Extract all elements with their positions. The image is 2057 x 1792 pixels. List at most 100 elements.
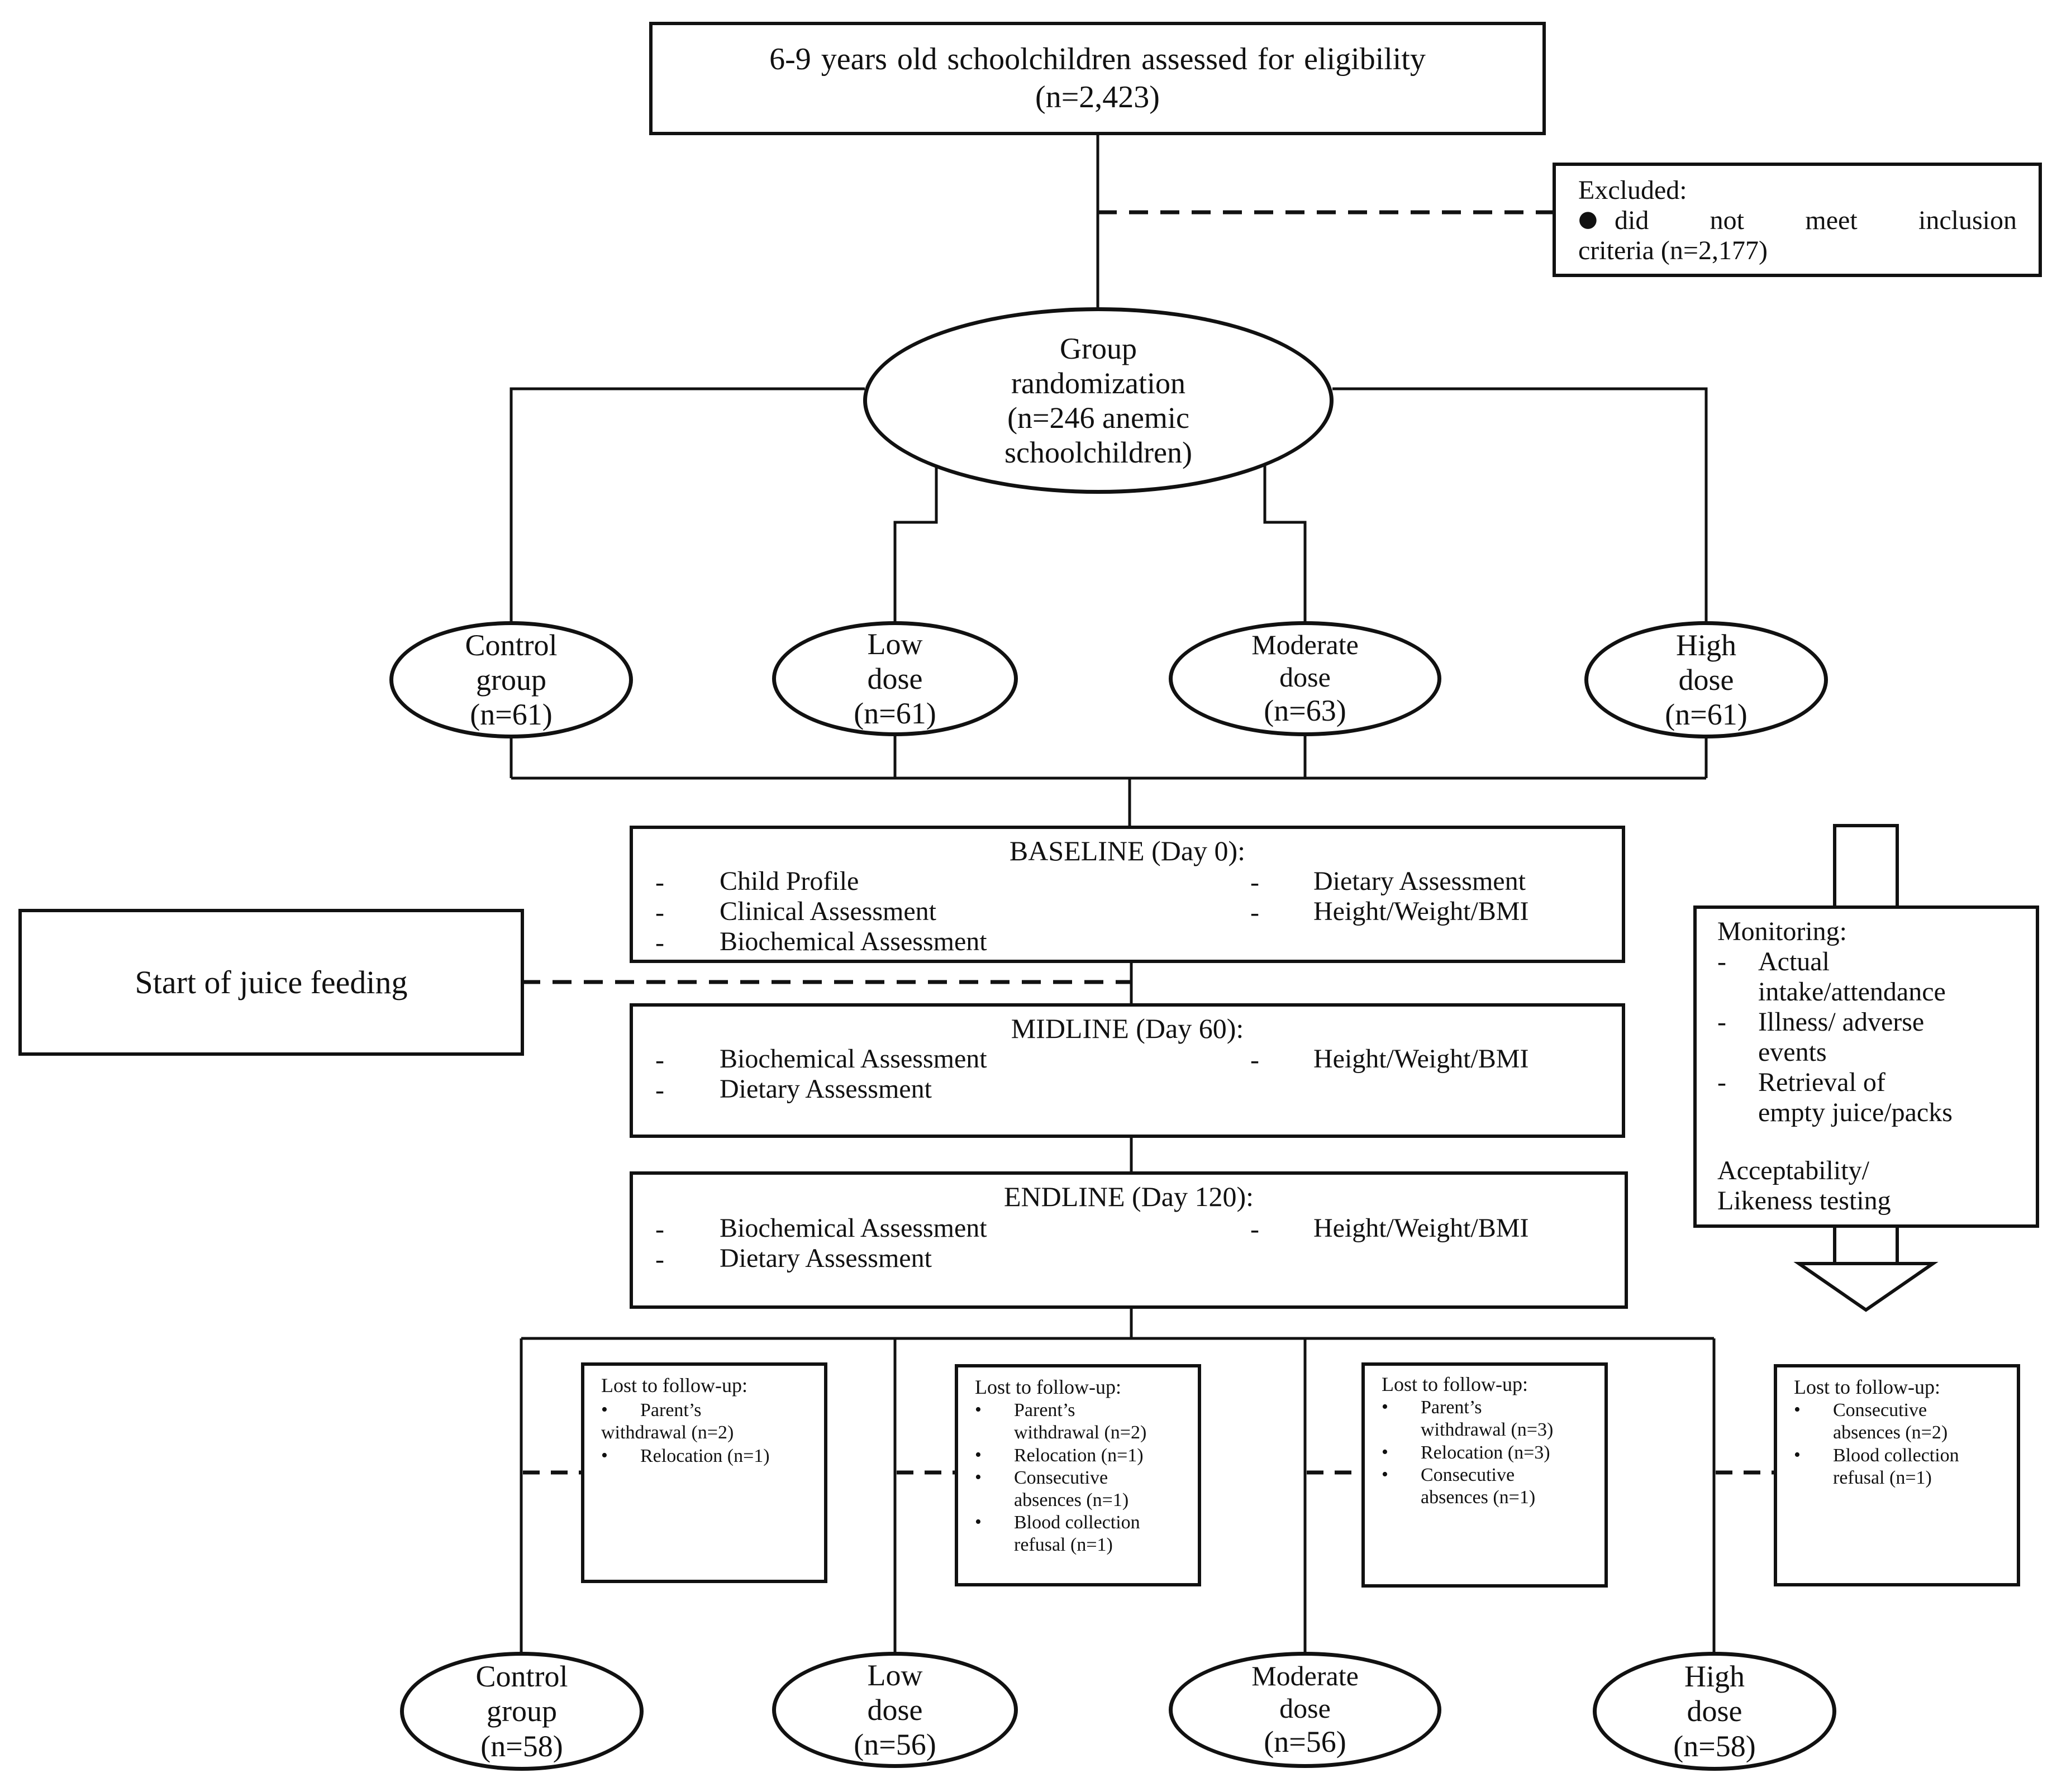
baseline-item-dietary: Dietary Assessment xyxy=(1313,866,1526,896)
juice-feeding-box: Start of juice feeding xyxy=(18,909,524,1056)
dash-marker: - xyxy=(655,1075,664,1105)
bullet-marker: • xyxy=(975,1445,982,1465)
group-count: (n=58) xyxy=(1673,1729,1756,1763)
lost-followup-low: Lost to follow-up: • Parent’s withdrawal… xyxy=(955,1364,1201,1586)
bullet-marker: • xyxy=(601,1445,608,1466)
excluded-text-line1: did not meet inclusion xyxy=(1615,206,2017,235)
bullet-marker: • xyxy=(1382,1442,1388,1462)
arrow-head xyxy=(1793,1262,1939,1312)
group-label-line2: dose xyxy=(1678,663,1734,697)
lost-item-absences-line2: absences (n=1) xyxy=(1014,1490,1129,1510)
monitoring-item-intake-line1: Actual xyxy=(1758,947,1830,976)
bullet-marker: • xyxy=(1382,1464,1388,1485)
lost-item-relocation: Relocation (n=3) xyxy=(1421,1442,1550,1463)
line-to-moderate xyxy=(1263,464,1307,628)
endline-title: ENDLINE (Day 120): xyxy=(1003,1181,1254,1212)
dash-marker: - xyxy=(1717,1007,1726,1037)
endline-item-biochemical: Biochemical Assessment xyxy=(720,1213,987,1243)
lost-followup-moderate: Lost to follow-up: • Parent’s withdrawal… xyxy=(1361,1362,1608,1588)
randomization-line1: Group xyxy=(1060,331,1137,365)
group-moderate-final: Moderate dose (n=56) xyxy=(1169,1652,1441,1768)
endline-item-dietary: Dietary Assessment xyxy=(720,1243,932,1273)
group-label-line1: High xyxy=(1676,628,1736,662)
lost-item-refusal-line1: Blood collection xyxy=(1833,1445,1959,1466)
group-count: (n=61) xyxy=(470,698,553,732)
group-count: (n=56) xyxy=(1264,1725,1346,1759)
lost-item-refusal-line2: refusal (n=1) xyxy=(1833,1467,1932,1488)
monitoring-item-illness-line2: events xyxy=(1758,1037,1827,1067)
excluded-text-line2: criteria (n=2,177) xyxy=(1578,236,1768,265)
eligibility-line1: 6-9 years old schoolchildren assessed fo… xyxy=(769,42,1426,77)
lost-followup-high: Lost to follow-up: • Consecutive absence… xyxy=(1774,1364,2020,1586)
line-to-control xyxy=(510,387,865,627)
line-to-low xyxy=(893,464,938,628)
dash-marker: - xyxy=(655,1214,664,1244)
dash-marker: - xyxy=(1250,1214,1259,1244)
group-count: (n=61) xyxy=(1665,698,1748,732)
excluded-bullet: ● xyxy=(1578,206,1598,232)
arrow-stem-lower xyxy=(1833,1227,1899,1265)
baseline-item-biochemical: Biochemical Assessment xyxy=(720,927,987,956)
dash-marker: - xyxy=(1250,1045,1259,1075)
midline-item-biochemical: Biochemical Assessment xyxy=(720,1044,987,1074)
lost-item-absences-line1: Consecutive xyxy=(1014,1467,1108,1488)
group-label-line2: dose xyxy=(867,1693,923,1727)
eligibility-box: 6-9 years old schoolchildren assessed fo… xyxy=(649,22,1546,135)
dash-marker: - xyxy=(655,898,664,927)
group-label-line1: Low xyxy=(867,1658,923,1692)
dash-marker: - xyxy=(655,1045,664,1075)
endline-box: ENDLINE (Day 120): - Biochemical Assessm… xyxy=(630,1171,1628,1309)
baseline-item-child-profile: Child Profile xyxy=(720,866,859,896)
group-count: (n=58) xyxy=(480,1729,563,1763)
dash-marker: - xyxy=(1250,898,1259,927)
group-control-final: Control group (n=58) xyxy=(400,1652,644,1771)
bullet-marker: • xyxy=(601,1399,608,1420)
group-label-line1: Low xyxy=(867,627,923,661)
lost-followup-title: Lost to follow-up: xyxy=(975,1376,1121,1398)
group-label-line1: Control xyxy=(475,1660,568,1694)
excluded-title: Excluded: xyxy=(1578,175,1687,205)
monitoring-item-retrieval-line1: Retrieval of xyxy=(1758,1067,1885,1097)
lost-item-withdrawal-line2: withdrawal (n=2) xyxy=(1014,1422,1147,1443)
baseline-item-anthropometry: Height/Weight/BMI xyxy=(1313,897,1529,926)
randomization-line4: schoolchildren) xyxy=(1004,436,1192,470)
lost-item-refusal-line1: Blood collection xyxy=(1014,1512,1140,1533)
lost-item-refusal-line2: refusal (n=1) xyxy=(1014,1534,1113,1555)
juice-feeding-label: Start of juice feeding xyxy=(135,964,408,1000)
eligibility-count: (n=2,423) xyxy=(1035,79,1160,115)
baseline-title: BASELINE (Day 0): xyxy=(1009,835,1246,866)
excluded-box: Excluded: ● did not meet inclusion crite… xyxy=(1553,163,2042,277)
dash-marker: - xyxy=(655,868,664,897)
lost-item-relocation: Relocation (n=1) xyxy=(1014,1445,1144,1466)
bullet-marker: • xyxy=(1794,1399,1801,1420)
group-control-initial: Control group (n=61) xyxy=(389,621,633,738)
bullet-marker: • xyxy=(975,1467,982,1488)
group-label-line2: group xyxy=(487,1694,557,1728)
dash-marker: - xyxy=(655,928,664,957)
lost-item-absences-line1: Consecutive xyxy=(1421,1465,1515,1485)
group-label-line1: Moderate xyxy=(1251,629,1359,661)
group-count: (n=61) xyxy=(854,697,936,731)
group-label-line2: dose xyxy=(1279,661,1331,693)
group-count: (n=56) xyxy=(854,1728,936,1762)
lost-followup-control: Lost to follow-up: • Parent’s withdrawal… xyxy=(581,1362,827,1583)
lost-item-absences-line1: Consecutive xyxy=(1833,1400,1927,1421)
group-low-initial: Low dose (n=61) xyxy=(772,621,1018,736)
monitoring-item-illness-line1: Illness/ adverse xyxy=(1758,1007,1925,1037)
monitoring-box: Monitoring: - Actual intake/attendance -… xyxy=(1693,905,2039,1228)
acceptability-line2: Likeness testing xyxy=(1717,1186,1891,1216)
lost-item-withdrawal-line2: withdrawal (n=2) xyxy=(601,1422,734,1443)
group-label-line1: Moderate xyxy=(1251,1660,1359,1692)
lost-item-withdrawal-line1: Parent’s xyxy=(640,1400,702,1421)
group-label-line1: Control xyxy=(465,628,558,662)
lost-item-withdrawal-line1: Parent’s xyxy=(1421,1397,1482,1418)
bullet-marker: • xyxy=(975,1399,982,1420)
monitoring-item-retrieval-line2: empty juice/packs xyxy=(1758,1098,1953,1127)
lost-followup-title: Lost to follow-up: xyxy=(601,1374,747,1397)
group-high-final: High dose (n=58) xyxy=(1593,1652,1836,1771)
lost-followup-title: Lost to follow-up: xyxy=(1794,1376,1940,1398)
monitoring-title: Monitoring: xyxy=(1717,917,1848,946)
group-label-line2: group xyxy=(476,663,546,697)
